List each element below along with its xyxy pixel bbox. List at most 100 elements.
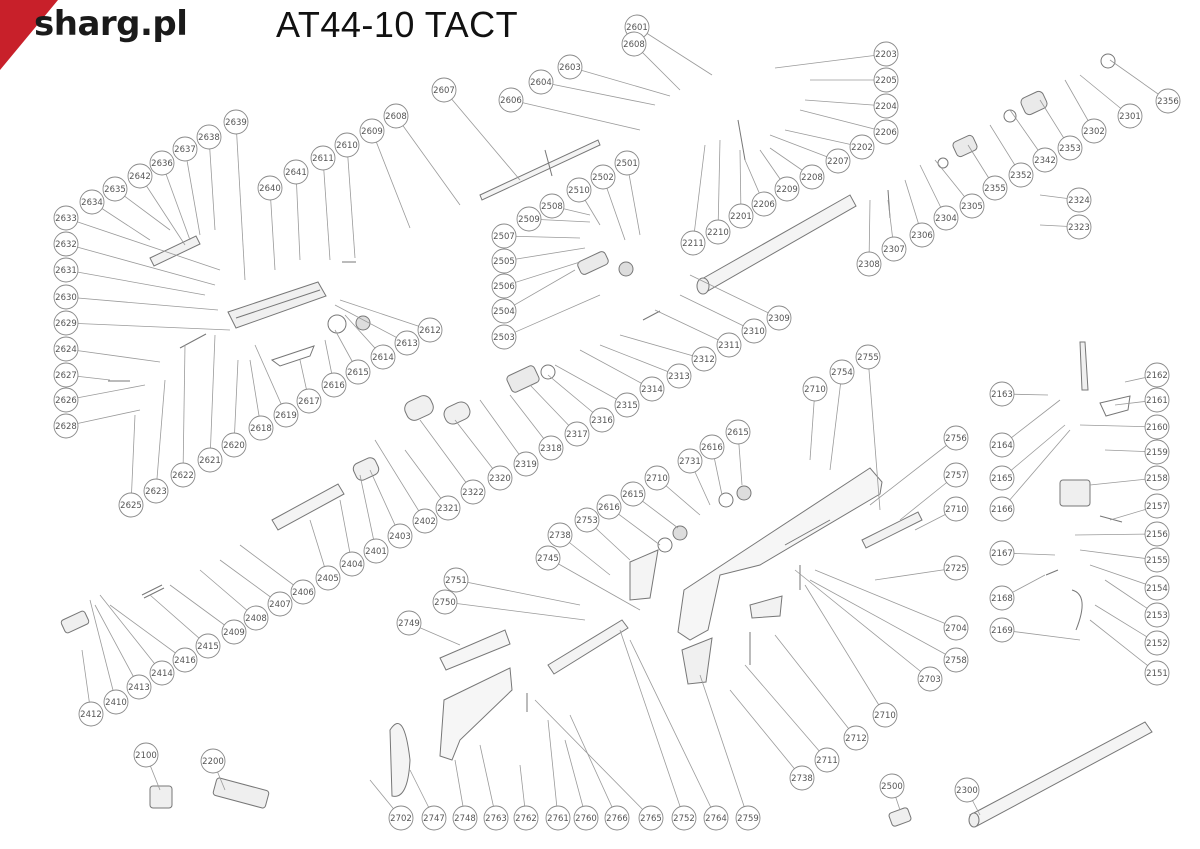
part-callout-2629[interactable]: 2629 xyxy=(53,310,79,336)
part-callout-2618[interactable]: 2618 xyxy=(248,415,274,441)
part-callout-2407[interactable]: 2407 xyxy=(267,591,293,617)
part-callout-2160[interactable]: 2160 xyxy=(1144,414,1170,440)
part-callout-2738[interactable]: 2738 xyxy=(789,765,815,791)
part-callout-2353[interactable]: 2353 xyxy=(1057,135,1083,161)
part-callout-2745[interactable]: 2745 xyxy=(535,545,561,571)
part-callout-2725[interactable]: 2725 xyxy=(943,555,969,581)
part-callout-2634[interactable]: 2634 xyxy=(79,189,105,215)
part-callout-2763[interactable]: 2763 xyxy=(483,805,509,831)
part-callout-2402[interactable]: 2402 xyxy=(412,508,438,534)
part-callout-2320[interactable]: 2320 xyxy=(487,465,513,491)
part-callout-2624[interactable]: 2624 xyxy=(53,336,79,362)
part-callout-2617[interactable]: 2617 xyxy=(296,388,322,414)
part-callout-2409[interactable]: 2409 xyxy=(221,619,247,645)
part-callout-2168[interactable]: 2168 xyxy=(989,585,1015,611)
part-callout-2756[interactable]: 2756 xyxy=(943,425,969,451)
part-callout-2169[interactable]: 2169 xyxy=(989,617,1015,643)
part-callout-2710[interactable]: 2710 xyxy=(644,465,670,491)
part-callout-2318[interactable]: 2318 xyxy=(538,435,564,461)
part-callout-2636[interactable]: 2636 xyxy=(149,150,175,176)
part-callout-2167[interactable]: 2167 xyxy=(989,540,1015,566)
part-callout-2200[interactable]: 2200 xyxy=(200,748,226,774)
part-callout-2311[interactable]: 2311 xyxy=(716,332,742,358)
part-callout-2762[interactable]: 2762 xyxy=(513,805,539,831)
part-callout-2508[interactable]: 2508 xyxy=(539,193,565,219)
part-callout-2355[interactable]: 2355 xyxy=(982,175,1008,201)
part-callout-2151[interactable]: 2151 xyxy=(1144,660,1170,686)
part-callout-2205[interactable]: 2205 xyxy=(873,67,899,93)
part-callout-2738[interactable]: 2738 xyxy=(547,522,573,548)
part-callout-2764[interactable]: 2764 xyxy=(703,805,729,831)
part-callout-2642[interactable]: 2642 xyxy=(127,163,153,189)
part-callout-2315[interactable]: 2315 xyxy=(614,392,640,418)
part-callout-2748[interactable]: 2748 xyxy=(452,805,478,831)
part-callout-2702[interactable]: 2702 xyxy=(388,805,414,831)
part-callout-2616[interactable]: 2616 xyxy=(596,494,622,520)
part-callout-2613[interactable]: 2613 xyxy=(394,330,420,356)
part-callout-2609[interactable]: 2609 xyxy=(359,118,385,144)
part-callout-2766[interactable]: 2766 xyxy=(604,805,630,831)
part-callout-2156[interactable]: 2156 xyxy=(1144,521,1170,547)
part-callout-2752[interactable]: 2752 xyxy=(671,805,697,831)
part-callout-2210[interactable]: 2210 xyxy=(705,219,731,245)
part-callout-2506[interactable]: 2506 xyxy=(491,273,517,299)
part-callout-2510[interactable]: 2510 xyxy=(566,177,592,203)
part-callout-2405[interactable]: 2405 xyxy=(315,565,341,591)
part-callout-2312[interactable]: 2312 xyxy=(691,346,717,372)
part-callout-2413[interactable]: 2413 xyxy=(126,674,152,700)
part-callout-2403[interactable]: 2403 xyxy=(387,523,413,549)
part-callout-2324[interactable]: 2324 xyxy=(1066,187,1092,213)
part-callout-2406[interactable]: 2406 xyxy=(290,579,316,605)
part-callout-2753[interactable]: 2753 xyxy=(574,507,600,533)
part-callout-2610[interactable]: 2610 xyxy=(334,132,360,158)
part-callout-2750[interactable]: 2750 xyxy=(432,589,458,615)
part-callout-2759[interactable]: 2759 xyxy=(735,805,761,831)
part-callout-2758[interactable]: 2758 xyxy=(943,647,969,673)
part-callout-2504[interactable]: 2504 xyxy=(491,298,517,324)
part-callout-2206[interactable]: 2206 xyxy=(873,119,899,145)
part-callout-2154[interactable]: 2154 xyxy=(1144,575,1170,601)
part-callout-2765[interactable]: 2765 xyxy=(638,805,664,831)
part-callout-2416[interactable]: 2416 xyxy=(172,647,198,673)
part-callout-2313[interactable]: 2313 xyxy=(666,363,692,389)
part-callout-2308[interactable]: 2308 xyxy=(856,251,882,277)
part-callout-2161[interactable]: 2161 xyxy=(1144,387,1170,413)
part-callout-2620[interactable]: 2620 xyxy=(221,432,247,458)
part-callout-2314[interactable]: 2314 xyxy=(639,376,665,402)
part-callout-2638[interactable]: 2638 xyxy=(196,124,222,150)
part-callout-2757[interactable]: 2757 xyxy=(943,462,969,488)
part-callout-2710[interactable]: 2710 xyxy=(802,376,828,402)
part-callout-2607[interactable]: 2607 xyxy=(431,77,457,103)
part-callout-2615[interactable]: 2615 xyxy=(345,359,371,385)
part-callout-2162[interactable]: 2162 xyxy=(1144,362,1170,388)
part-callout-2612[interactable]: 2612 xyxy=(417,317,443,343)
part-callout-2628[interactable]: 2628 xyxy=(53,413,79,439)
part-callout-2712[interactable]: 2712 xyxy=(843,725,869,751)
part-callout-2501[interactable]: 2501 xyxy=(614,150,640,176)
part-callout-2711[interactable]: 2711 xyxy=(814,747,840,773)
part-callout-2754[interactable]: 2754 xyxy=(829,359,855,385)
part-callout-2500[interactable]: 2500 xyxy=(879,773,905,799)
part-callout-2410[interactable]: 2410 xyxy=(103,689,129,715)
part-callout-2751[interactable]: 2751 xyxy=(443,567,469,593)
part-callout-2204[interactable]: 2204 xyxy=(873,93,899,119)
part-callout-2158[interactable]: 2158 xyxy=(1144,465,1170,491)
part-callout-2206[interactable]: 2206 xyxy=(751,191,777,217)
part-callout-2761[interactable]: 2761 xyxy=(545,805,571,831)
part-callout-2404[interactable]: 2404 xyxy=(339,551,365,577)
part-callout-2619[interactable]: 2619 xyxy=(273,402,299,428)
part-callout-2401[interactable]: 2401 xyxy=(363,538,389,564)
part-callout-2414[interactable]: 2414 xyxy=(149,660,175,686)
brand-logo[interactable]: sharg.pl xyxy=(0,0,220,72)
part-callout-2731[interactable]: 2731 xyxy=(677,448,703,474)
part-callout-2166[interactable]: 2166 xyxy=(989,496,1015,522)
part-callout-2630[interactable]: 2630 xyxy=(53,284,79,310)
part-callout-2608[interactable]: 2608 xyxy=(383,103,409,129)
part-callout-2710[interactable]: 2710 xyxy=(872,702,898,728)
part-callout-2625[interactable]: 2625 xyxy=(118,492,144,518)
part-callout-2100[interactable]: 2100 xyxy=(133,742,159,768)
part-callout-2603[interactable]: 2603 xyxy=(557,54,583,80)
part-callout-2202[interactable]: 2202 xyxy=(849,134,875,160)
part-callout-2164[interactable]: 2164 xyxy=(989,432,1015,458)
part-callout-2157[interactable]: 2157 xyxy=(1144,493,1170,519)
